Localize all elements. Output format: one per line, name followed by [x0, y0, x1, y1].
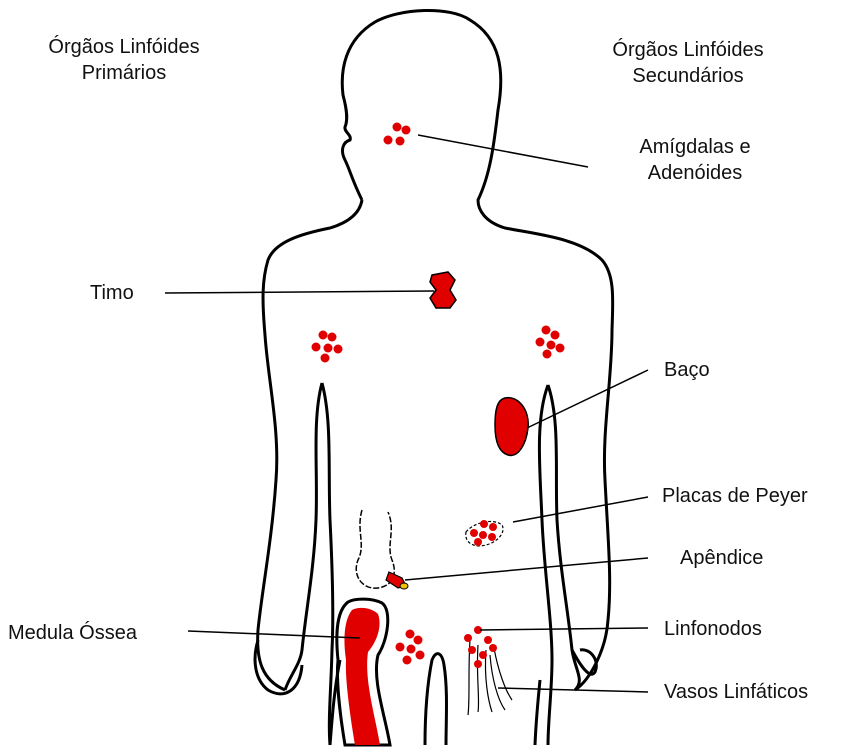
inner-leg-left	[425, 654, 447, 745]
heading-secondary-line1: Órgãos Linfóides	[588, 37, 788, 63]
heading-primary: Órgãos Linfóides Primários	[24, 34, 224, 86]
label-medula: Medula Óssea	[8, 620, 137, 646]
leader-timo	[165, 291, 434, 293]
label-apendice: Apêndice	[680, 545, 763, 571]
inguinal-nodes-left	[396, 630, 425, 665]
leader-vasos	[498, 688, 648, 692]
label-placas: Placas de Peyer	[662, 483, 808, 509]
tonsil-dots	[384, 123, 411, 146]
body-outline	[342, 10, 612, 690]
label-vasos: Vasos Linfáticos	[664, 679, 808, 705]
heading-primary-line2: Primários	[24, 60, 224, 86]
heading-secondary: Órgãos Linfóides Secundários	[588, 37, 788, 89]
leader-placas	[513, 497, 648, 522]
peyer-patches	[466, 520, 503, 546]
left-arm-inner-2	[322, 383, 333, 745]
bone-marrow	[344, 608, 380, 745]
label-amigdalas-line1: Amígdalas e	[620, 134, 770, 160]
label-amigdalas-line2: Adenóides	[620, 160, 770, 186]
left-arm-inner	[285, 383, 322, 690]
label-amigdalas: Amígdalas e Adenóides	[620, 134, 770, 186]
heading-primary-line1: Órgãos Linfóides	[24, 34, 224, 60]
leader-medula	[188, 631, 360, 638]
leader-lines	[165, 135, 648, 692]
leader-linfonodos	[480, 628, 648, 630]
leader-amigdalas	[418, 135, 588, 167]
right-arm-inner	[539, 385, 552, 745]
axillary-nodes-right	[536, 326, 565, 359]
label-baco: Baço	[664, 357, 710, 383]
label-linfonodos: Linfonodos	[664, 616, 762, 642]
label-timo: Timo	[90, 280, 134, 306]
heading-secondary-line2: Secundários	[588, 63, 788, 89]
axillary-nodes-left	[312, 331, 343, 363]
spleen	[495, 398, 528, 456]
appendix	[386, 572, 408, 589]
body-outline-left	[258, 200, 362, 690]
leader-apendice	[405, 558, 648, 580]
thymus	[430, 272, 456, 308]
